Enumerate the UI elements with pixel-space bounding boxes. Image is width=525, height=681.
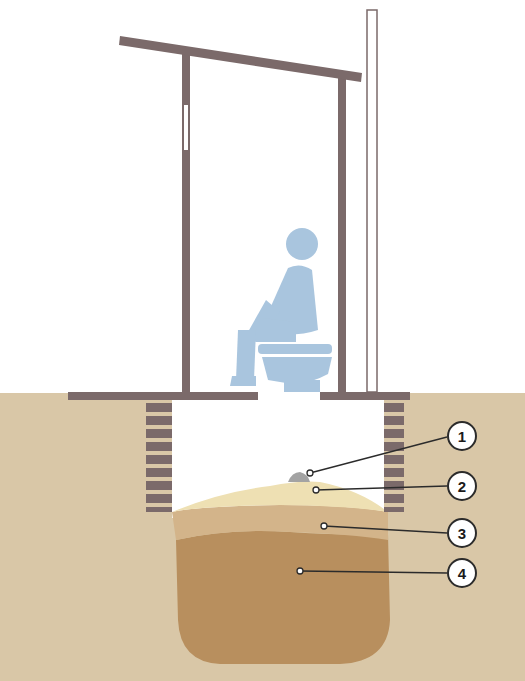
vent-pipe: [367, 10, 377, 392]
callout-circle: 3: [447, 518, 477, 548]
window: [184, 105, 188, 150]
drop-hole: [258, 392, 320, 400]
ground: [0, 393, 525, 681]
callout-circle: 4: [447, 558, 477, 588]
callout-number: 1: [458, 429, 466, 444]
brick-lining: [146, 403, 172, 512]
callout-number: 2: [458, 479, 466, 494]
layer-3: [172, 505, 388, 540]
wall: [338, 72, 346, 392]
callout-number: 4: [458, 566, 466, 581]
leader-lines: [297, 437, 447, 574]
layer-4: [176, 531, 390, 664]
wall: [182, 50, 190, 392]
layer-2: [172, 482, 388, 513]
toilet: [258, 344, 332, 392]
roof: [119, 36, 362, 82]
callout-number: 3: [458, 526, 466, 541]
callout-circle: 1: [447, 421, 477, 451]
floor-slab: [68, 392, 410, 400]
brick-lining: [384, 403, 404, 512]
callout-circle: 2: [447, 471, 477, 501]
